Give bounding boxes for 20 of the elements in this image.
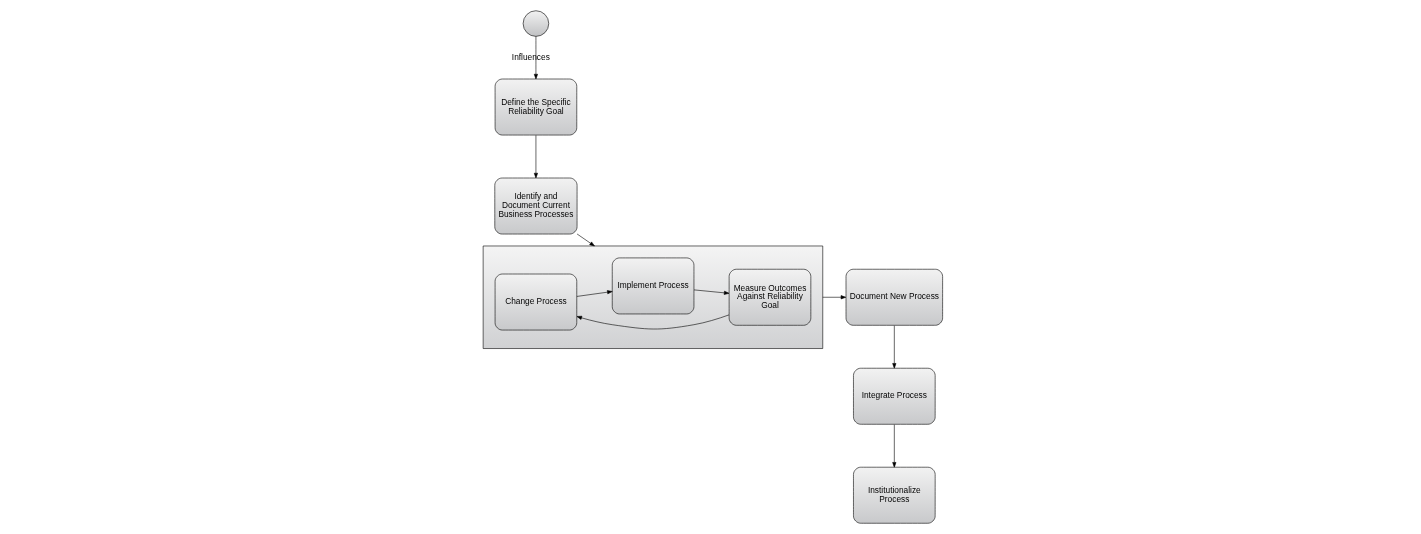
arrow [892,424,897,468]
node-box: Identify and Document Current Business Processes [494,177,578,235]
arrow [693,289,730,295]
node-box: Document New Process [845,268,943,326]
arrow [533,135,538,179]
node-box: Change Process [494,273,578,331]
arrow [576,233,595,247]
arrow [822,295,847,300]
arrow [892,325,897,369]
node-box: Implement Process [611,257,695,315]
node-box: Measure Outcomes Against Reliability Goal [728,268,812,326]
arrow [576,314,730,330]
node-box: Institutionalize Process [853,466,936,524]
cluster [482,245,824,349]
node-box: Integrate Process [853,367,936,425]
arrow [533,36,538,80]
node-circle [522,10,550,37]
node-box: Define the Specific Reliability Goal [494,78,578,136]
edge-label: Influences [511,51,550,62]
arrow [576,290,613,297]
